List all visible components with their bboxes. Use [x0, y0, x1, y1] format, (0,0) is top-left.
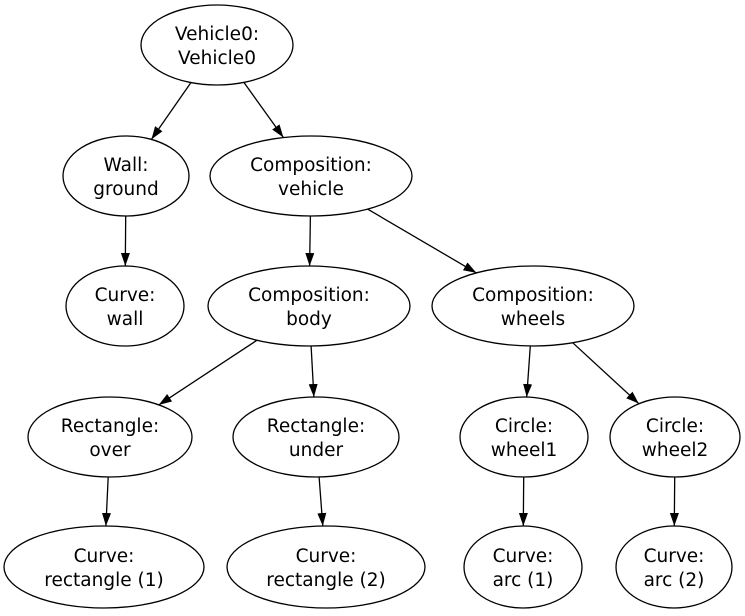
node-label-line: arc (2): [644, 570, 705, 591]
node-label-line: over: [89, 440, 131, 461]
node-rectangle-over: Rectangle: over: [27, 396, 193, 478]
node-label-line: Wall:: [104, 155, 149, 176]
node-label-line: under: [289, 440, 344, 461]
edge-rectangle-under-to-curve-rectangle-2: [317, 476, 327, 527]
node-label-line: Vehicle0: [178, 48, 256, 69]
node-label-line: wall: [107, 309, 144, 330]
node-composition-body: Composition: body: [207, 265, 411, 347]
edge-vehicle0-to-composition-vehicle: [243, 82, 284, 138]
node-label-curve-rectangle-2: Curve: rectangle (2): [266, 546, 385, 591]
node-label-line: arc (1): [493, 570, 554, 591]
node-curve-rectangle-2: Curve: rectangle (2): [226, 525, 426, 609]
node-label-curve-rectangle-1: Curve: rectangle (1): [44, 546, 163, 591]
node-label-rectangle-under: Rectangle: under: [267, 416, 365, 461]
node-curve-wall: Curve: wall: [65, 265, 185, 347]
node-label-line: Curve:: [493, 546, 554, 567]
edge-composition-vehicle-to-composition-body: [305, 215, 315, 267]
edge-rectangle-over-to-curve-rectangle-1: [102, 476, 112, 527]
node-ellipse-curve-rectangle-1: [3, 525, 205, 609]
edge-composition-wheels-to-circle-wheel2: [572, 342, 640, 405]
nodes-layer: Vehicle0:Vehicle0Wall:groundComposition:…: [3, 4, 741, 609]
node-label-line: vehicle: [278, 179, 344, 200]
node-ellipse-rectangle-under: [232, 396, 400, 478]
node-label-line: Rectangle:: [267, 416, 365, 437]
node-ellipse-circle-wheel2: [609, 396, 741, 478]
node-label-rectangle-over: Rectangle: over: [61, 416, 159, 461]
edge-composition-vehicle-to-composition-wheels: [367, 208, 477, 274]
node-composition-wheels: Composition: wheels: [431, 265, 635, 347]
node-label-line: Rectangle:: [61, 416, 159, 437]
node-ellipse-circle-wheel1: [459, 396, 589, 478]
node-label-line: wheel2: [642, 440, 709, 461]
node-label-line: wheel1: [491, 440, 558, 461]
node-ellipse-curve-rectangle-2: [226, 525, 426, 609]
node-label-circle-wheel1: Circle: wheel1: [491, 416, 558, 461]
node-wall-ground: Wall: ground: [62, 135, 190, 217]
edge-composition-wheels-to-circle-wheel1: [523, 345, 533, 398]
edge-composition-body-to-rectangle-over: [158, 339, 258, 406]
node-label-line: Circle:: [646, 416, 704, 437]
edge-composition-body-to-rectangle-under: [308, 345, 318, 398]
node-curve-rectangle-1: Curve: rectangle (1): [3, 525, 205, 609]
node-ellipse-wall-ground: [62, 135, 190, 217]
node-curve-arc-1: Curve: arc (1): [463, 525, 583, 609]
node-label-curve-arc-1: Curve: arc (1): [493, 546, 554, 591]
node-label-composition-wheels: Composition: wheels: [472, 285, 594, 330]
node-label-line: Composition:: [248, 285, 370, 306]
node-composition-vehicle: Composition: vehicle: [209, 135, 413, 217]
node-label-vehicle0: Vehicle0: Vehicle0: [175, 24, 259, 69]
node-label-wall-ground: Wall: ground: [93, 155, 158, 200]
node-label-line: ground: [93, 179, 158, 200]
node-circle-wheel1: Circle: wheel1: [459, 396, 589, 478]
node-label-line: rectangle (2): [266, 570, 385, 591]
node-label-line: wheels: [501, 309, 565, 330]
node-label-line: Vehicle0:: [175, 24, 259, 45]
edge-vehicle0-to-wall-ground: [150, 82, 192, 140]
node-label-circle-wheel2: Circle: wheel2: [642, 416, 709, 461]
node-curve-arc-2: Curve: arc (2): [615, 525, 733, 609]
node-vehicle0: Vehicle0: Vehicle0: [140, 4, 294, 86]
node-ellipse-rectangle-over: [27, 396, 193, 478]
node-label-line: rectangle (1): [44, 570, 163, 591]
node-label-line: body: [286, 309, 332, 330]
node-label-curve-arc-2: Curve: arc (2): [644, 546, 705, 591]
node-ellipse-curve-wall: [65, 265, 185, 347]
node-ellipse-curve-arc-2: [615, 525, 733, 609]
node-ellipse-composition-vehicle: [209, 135, 413, 217]
node-label-line: Curve:: [644, 546, 705, 567]
edges-layer: [102, 82, 679, 527]
node-label-composition-body: Composition: body: [248, 285, 370, 330]
node-label-line: Curve:: [74, 546, 135, 567]
node-ellipse-composition-body: [207, 265, 411, 347]
node-label-line: Curve:: [95, 285, 156, 306]
node-label-line: Composition:: [250, 155, 372, 176]
node-ellipse-curve-arc-1: [463, 525, 583, 609]
node-ellipse-vehicle0: [140, 4, 294, 86]
node-circle-wheel2: Circle: wheel2: [609, 396, 741, 478]
node-label-line: Circle:: [495, 416, 553, 437]
node-label-line: Composition:: [472, 285, 594, 306]
node-ellipse-composition-wheels: [431, 265, 635, 347]
node-rectangle-under: Rectangle: under: [232, 396, 400, 478]
node-label-curve-wall: Curve: wall: [95, 285, 156, 330]
node-label-line: Curve:: [296, 546, 357, 567]
node-label-composition-vehicle: Composition: vehicle: [250, 155, 372, 200]
